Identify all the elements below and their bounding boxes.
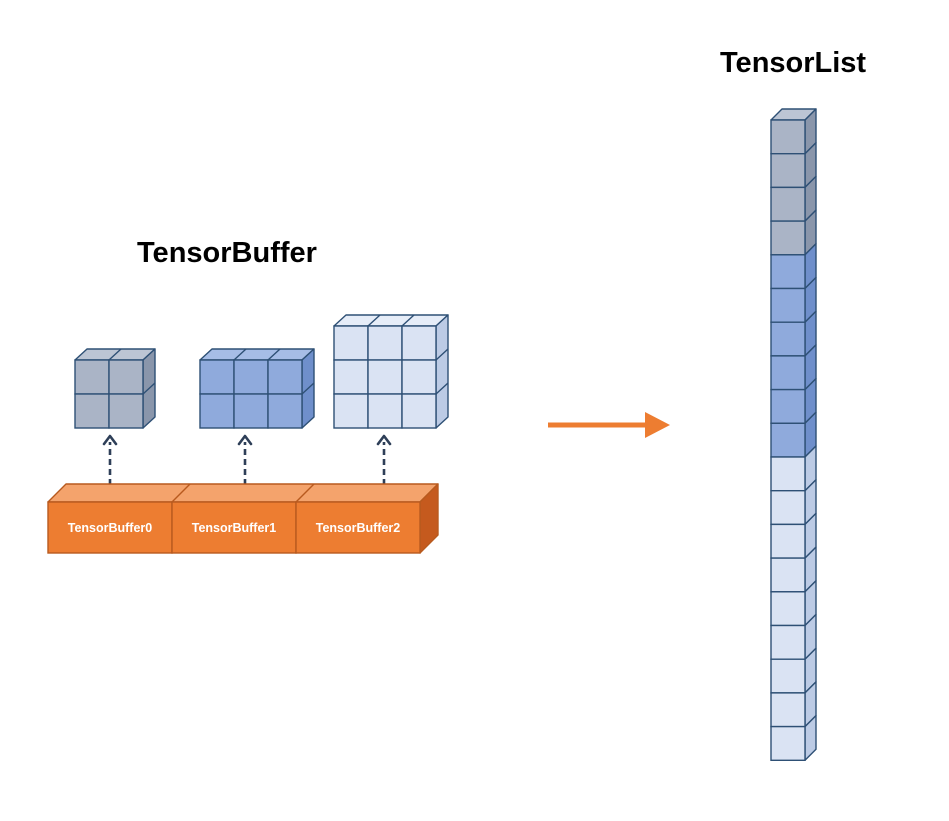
pointer-head-0 (102, 434, 118, 446)
tensorbuffer-title: TensorBuffer (137, 237, 317, 269)
tensor-blocks (74, 314, 449, 429)
block-top-face (333, 314, 449, 327)
list-cell (770, 220, 806, 256)
buffer-top-divider (171, 483, 191, 503)
tensor-cell (367, 393, 403, 429)
tensor-cell (199, 393, 235, 429)
list-cell (770, 422, 806, 458)
list-cell (770, 388, 806, 425)
buffer-top-divider (295, 483, 315, 503)
block-top-divider (267, 348, 281, 361)
tensor-cell (401, 359, 437, 395)
conversion-arrow (548, 412, 670, 438)
pointer-head-2 (376, 434, 392, 446)
tensorlist-title: TensorList (720, 47, 866, 79)
buffer-label-2: TensorBuffer2 (316, 521, 401, 535)
buffer-cell-0 (47, 501, 173, 554)
list-cell (770, 186, 806, 222)
tensor-cell (267, 393, 303, 429)
tensorbuffer-strip: TensorBuffer0 TensorBuffer1 TensorBuffer2 (47, 483, 439, 554)
list-cell (770, 557, 806, 593)
tensor-cell (267, 359, 303, 395)
list-cell (770, 523, 806, 559)
tensor-cell (401, 393, 437, 429)
arrow-head (645, 412, 670, 438)
list-cell (770, 725, 806, 761)
list-cell (770, 658, 806, 694)
tensor-cell (74, 359, 110, 395)
block-side-face (435, 314, 449, 429)
tensor-block-1 (199, 348, 315, 429)
list-cell (770, 355, 806, 391)
block-top-divider (233, 348, 247, 361)
block-side-divider (435, 348, 449, 361)
block-top-face (199, 348, 315, 361)
tensor-cell (367, 325, 403, 361)
list-cell (770, 321, 806, 357)
tensor-cell (108, 359, 144, 395)
list-cell (770, 254, 806, 290)
list-cell (770, 456, 806, 492)
buffer-top-face (47, 483, 439, 503)
list-cell (770, 591, 806, 627)
list-cell (770, 152, 806, 189)
pointer-head-1 (237, 434, 253, 446)
block-top-divider (367, 314, 381, 327)
block-top-divider (401, 314, 415, 327)
tensor-block-2 (333, 314, 449, 429)
tensor-cell (333, 359, 369, 395)
tensor-cell (108, 393, 144, 429)
tensorlist-column (770, 108, 817, 761)
list-cell (770, 287, 806, 323)
buffer-pointers (102, 434, 392, 485)
list-cell (770, 119, 806, 155)
block-side-divider (301, 382, 315, 395)
buffer-label-0: TensorBuffer0 (68, 521, 153, 535)
list-cell (770, 490, 806, 526)
buffer-label-1: TensorBuffer1 (192, 521, 277, 535)
buffer-cell-2 (295, 501, 421, 554)
block-side-divider (142, 382, 156, 395)
tensor-cell (74, 393, 110, 429)
tensor-cell (199, 359, 235, 395)
tensor-cell (233, 393, 269, 429)
tensor-cell (233, 359, 269, 395)
tensor-block-0 (74, 348, 156, 429)
tensor-cell (367, 359, 403, 395)
block-top-divider (108, 348, 122, 361)
list-cell (770, 692, 806, 728)
tensor-cell (401, 325, 437, 361)
tensor-cell (333, 325, 369, 361)
block-side-divider (435, 382, 449, 395)
list-cell (770, 624, 806, 660)
tensor-cell (333, 393, 369, 429)
